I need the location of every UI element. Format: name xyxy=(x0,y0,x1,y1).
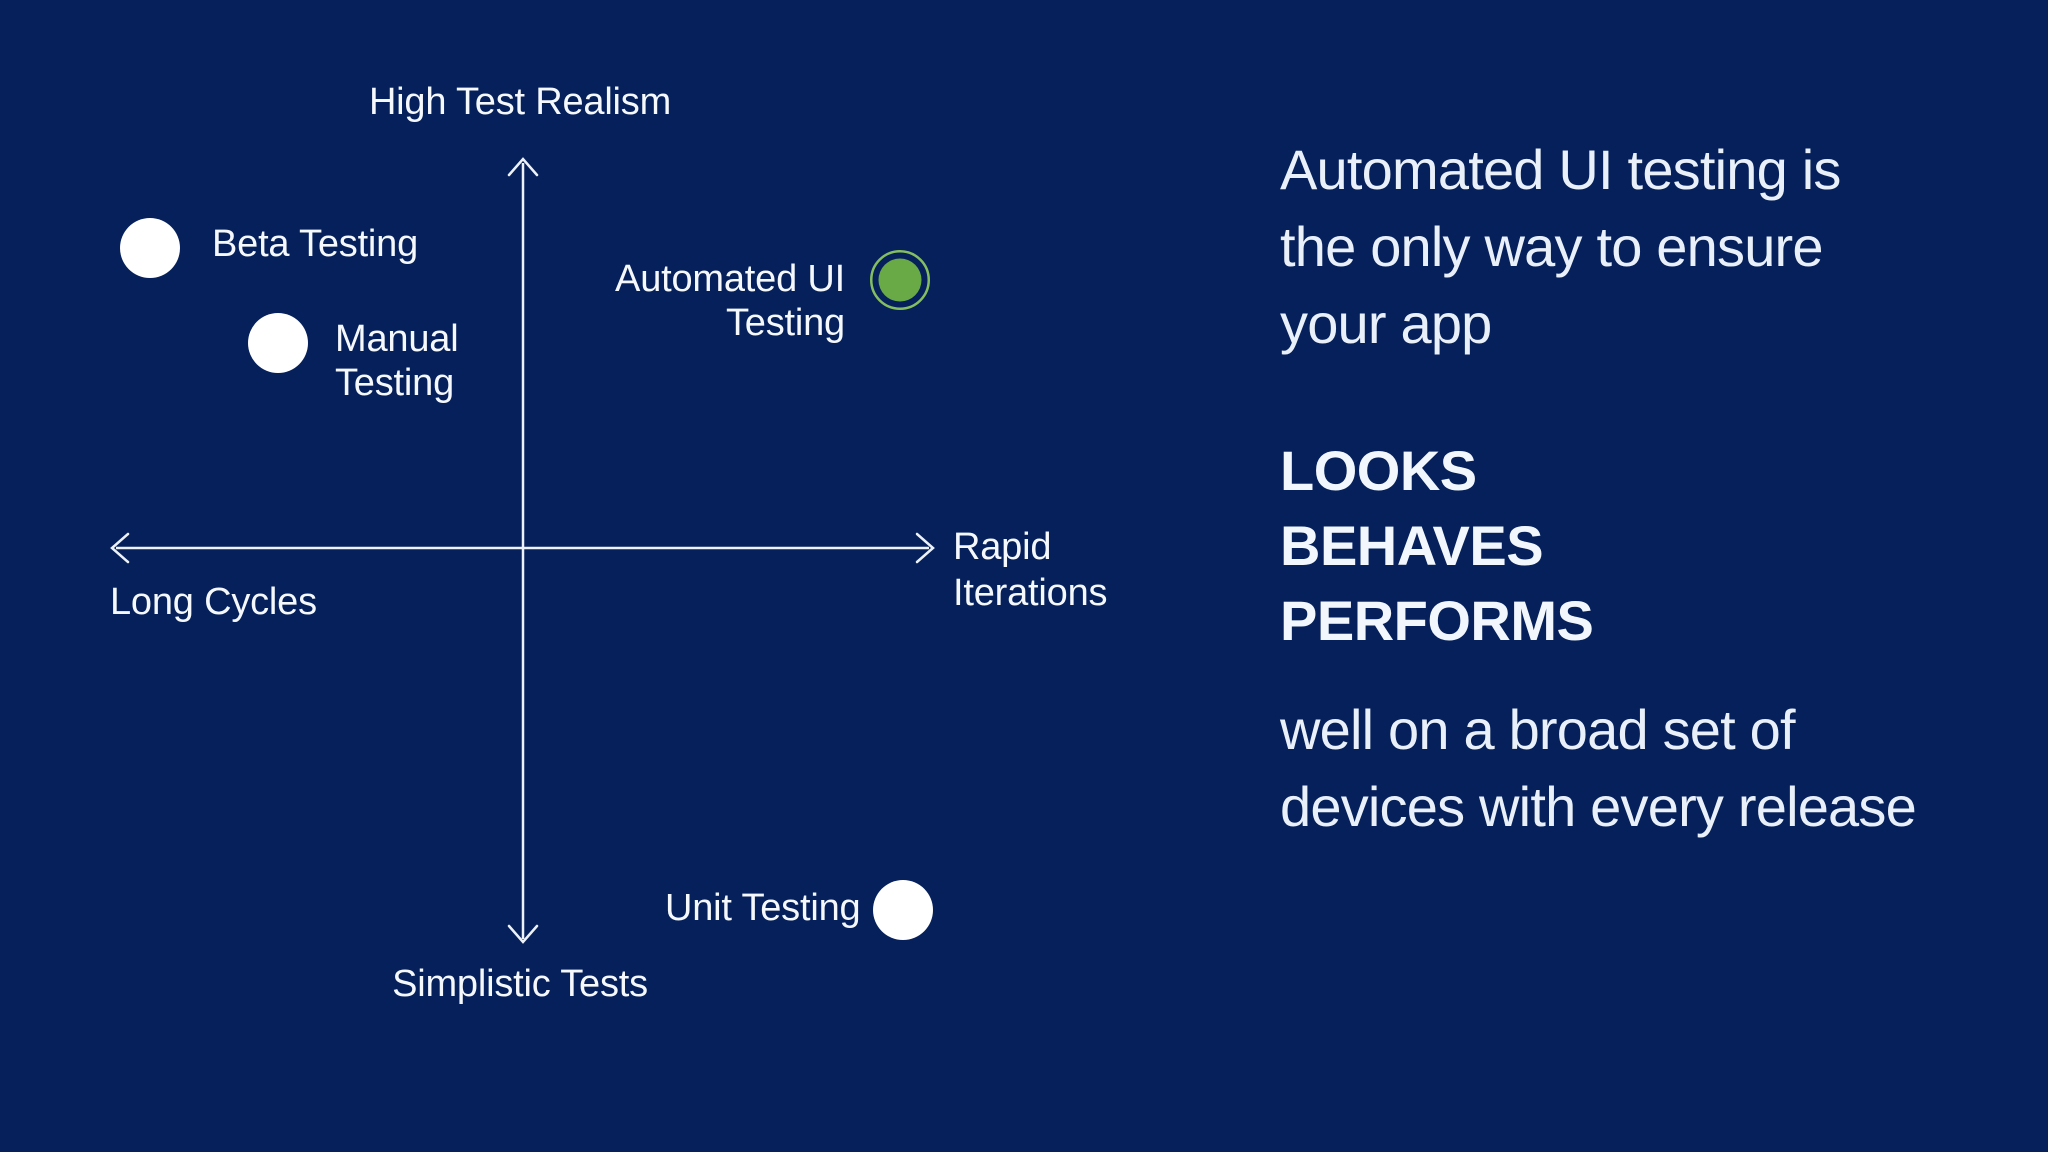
axis-label-bottom: Simplistic Tests xyxy=(392,963,648,1005)
closing-line-2: devices with every release xyxy=(1280,775,1917,838)
beta-testing-dot xyxy=(120,218,180,278)
arrow-right-icon xyxy=(915,532,935,564)
arrow-left-icon xyxy=(110,532,130,564)
point-label-unit-testing: Unit Testing xyxy=(665,887,861,929)
manual-testing-dot xyxy=(248,313,308,373)
axis-label-right: Rapid Iterations xyxy=(953,526,1108,614)
closing-line-1: well on a broad set of xyxy=(1280,698,1796,761)
closing-paragraph: well on a broad set of devices with ever… xyxy=(1280,691,1917,845)
headline-paragraph: Automated UI testing is the only way to … xyxy=(1280,131,1841,362)
arrow-down-icon xyxy=(507,924,539,944)
arrow-up-icon xyxy=(507,157,539,177)
headline-line-2: the only way to ensure xyxy=(1280,215,1824,278)
unit-testing-dot xyxy=(873,880,933,940)
axis-label-top: High Test Realism xyxy=(368,81,672,123)
axis-label-left: Long Cycles xyxy=(110,581,317,623)
emphasis-word-performs: PERFORMS xyxy=(1280,589,1594,652)
point-label-beta-testing: Beta Testing xyxy=(212,223,419,265)
automated-ui-testing-dot xyxy=(878,258,922,302)
emphasis-word-behaves: BEHAVES xyxy=(1280,514,1544,577)
emphasis-word-stack: LOOKS BEHAVES PERFORMS xyxy=(1280,433,1594,658)
automated-ui-testing-dot-ring xyxy=(870,250,930,310)
headline-line-3: your app xyxy=(1280,292,1492,355)
point-label-automated-ui-testing: Automated UI Testing xyxy=(615,258,845,344)
headline-line-1: Automated UI testing is xyxy=(1280,138,1841,201)
point-label-manual-testing: Manual Testing xyxy=(335,318,459,404)
emphasis-word-looks: LOOKS xyxy=(1280,439,1477,502)
